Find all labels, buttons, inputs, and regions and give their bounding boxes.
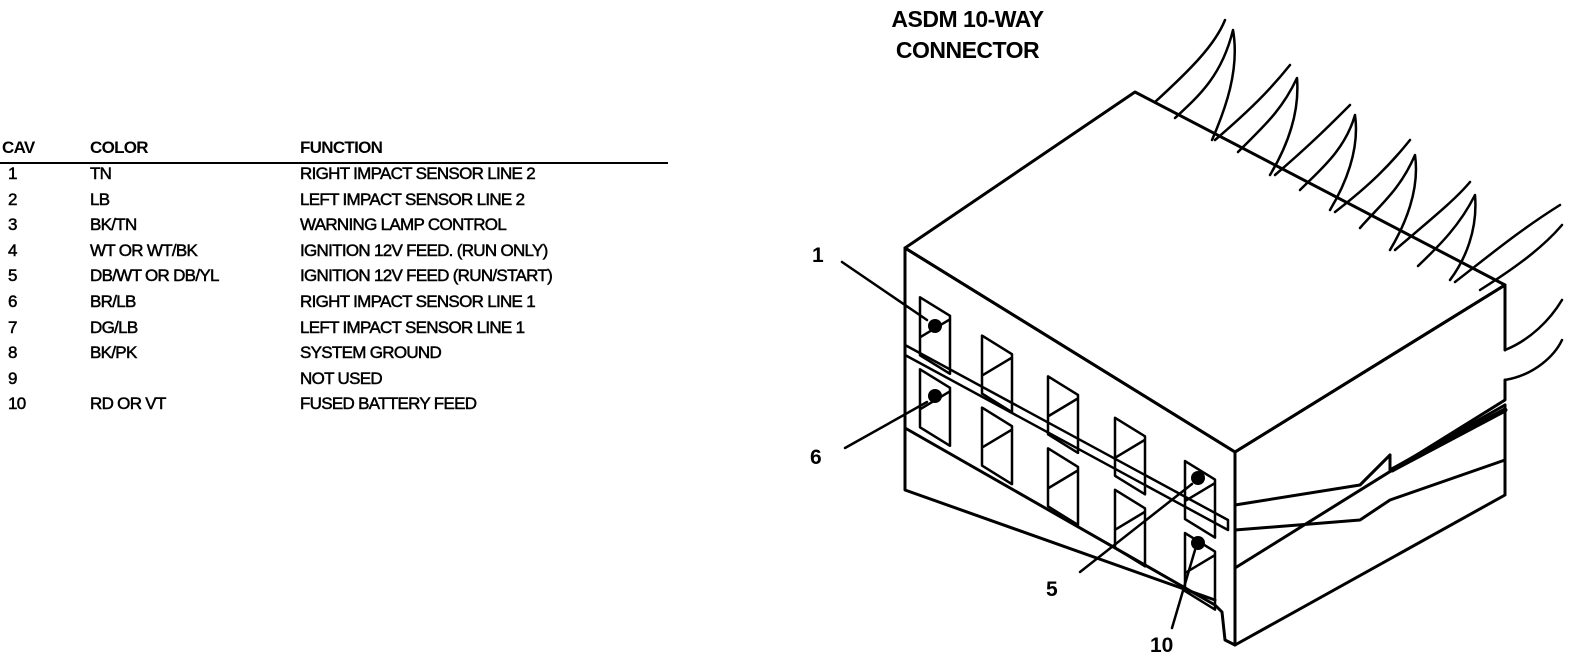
cav-cell: 9 [8,368,18,389]
color-cell: LB [90,189,111,209]
center-rib [903,343,1230,532]
cavities [918,296,1217,611]
cav-cell: 2 [8,189,18,209]
latch-tab [1233,403,1507,507]
header-color: COLOR [90,138,149,157]
function-cell: NOT USED [300,368,383,389]
pin-5 [1191,471,1205,485]
color-cell: DG/LB [90,317,139,337]
pin-10 [1191,536,1205,550]
front-face [903,246,1237,647]
cav-cell: 7 [8,317,18,337]
table-row: 4 WT OR WT/BK IGNITION 12V FEED. (RUN ONLY… [0,241,668,267]
function-cell: RIGHT IMPACT SENSOR LINE 1 [300,291,536,312]
top-face [903,90,1507,454]
pin-1 [928,319,942,333]
pins [928,319,1205,550]
right-face-lower [1233,403,1507,647]
title-line-1: ASDM 10-WAY [891,6,1044,32]
cavity [980,406,1014,486]
callout-10: 10 [1150,634,1174,657]
function-cell: IGNITION 12V FEED (RUN/START) [300,266,553,286]
table-body: 1 TN RIGHT IMPACT SENSOR LINE 2 2 LB LEFT IMP… [0,164,668,420]
cavity [1113,488,1147,568]
cavity [1046,375,1080,455]
table-row: 8 BK/PK SYSTEM GROUND [0,343,668,369]
color-cell: DB/WT OR DB/YL [90,266,220,286]
pinout-table: CAV COLOR FUNCTION 1 TN RIGHT IMPACT SENSO… [0,138,668,420]
latch-tab-lower [1233,458,1507,532]
connector-title: ASDM 10-WAY CONNECTOR [840,4,1095,66]
front-left-edge [903,246,1217,602]
callout-5: 5 [1046,578,1058,601]
cav-cell: 4 [8,240,18,261]
leader-lines [840,260,1197,630]
function-cell: IGNITION 12V FEED. (RUN ONLY) [300,240,549,261]
color-cell: RD OR VT [90,394,167,414]
table-row: 10 RD OR VT FUSED BATTERY FEED [0,394,668,420]
color-cell: BR/LB [90,291,137,312]
color-cell: BK/PK [90,343,138,363]
table-header: CAV COLOR FUNCTION [0,138,668,164]
cav-cell: 10 [8,394,27,414]
cav-cell: 5 [8,266,18,286]
function-cell: RIGHT IMPACT SENSOR LINE 2 [300,164,536,184]
table-row: 3 BK/TN WARNING LAMP CONTROL [0,215,668,241]
table-row: 5 DB/WT OR DB/YL IGNITION 12V FEED (RUN/ST… [0,266,668,292]
cavity [1113,416,1147,496]
header-cav: CAV [2,138,35,157]
cavity [918,368,952,448]
color-cell: TN [90,164,112,184]
function-cell: SYSTEM GROUND [300,343,442,363]
color-cell: WT OR WT/BK [90,240,198,261]
callout-6: 6 [810,446,822,469]
table-row: 2 LB LEFT IMPACT SENSOR LINE 2 [0,189,668,216]
table-row: 6 BR/LB RIGHT IMPACT SENSOR LINE 1 [0,292,668,318]
table-row: 9 NOT USED [0,369,668,395]
cav-cell: 3 [8,215,18,235]
cavity [1046,447,1080,527]
title-line-2: CONNECTOR [895,37,1040,63]
header-function: FUNCTION [300,138,383,157]
function-cell: LEFT IMPACT SENSOR LINE 1 [300,317,526,337]
right-face [1233,283,1507,570]
callout-1: 1 [812,244,824,267]
function-cell: LEFT IMPACT SENSOR LINE 2 [300,189,526,209]
table-row: 1 TN RIGHT IMPACT SENSOR LINE 2 [0,164,668,190]
function-cell: WARNING LAMP CONTROL [300,215,507,235]
cav-cell: 1 [8,164,18,184]
cav-cell: 8 [8,343,18,363]
table-row: 7 DG/LB LEFT IMPACT SENSOR LINE 1 [0,317,668,344]
connector-body [903,90,1508,647]
pin-6 [928,389,942,403]
color-cell: BK/TN [90,215,138,235]
cav-cell: 6 [8,291,18,312]
function-cell: FUSED BATTERY FEED [300,394,478,414]
wires [1153,18,1564,382]
